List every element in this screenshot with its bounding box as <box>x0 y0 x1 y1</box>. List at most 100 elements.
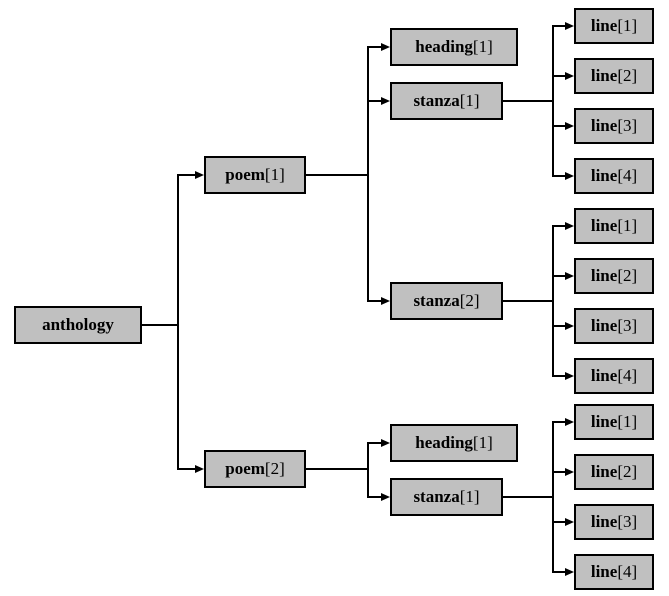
arrow-head-icon <box>565 272 574 280</box>
node-label-index: [3] <box>617 512 637 531</box>
tree-node-s2-line1[interactable]: line[1] <box>574 208 654 244</box>
node-label-index: [2] <box>265 459 285 478</box>
edge-line <box>503 300 565 327</box>
tree-node-s1-line1[interactable]: line[1] <box>574 8 654 44</box>
node-label: heading[1] <box>415 433 492 452</box>
edge-line <box>503 225 565 302</box>
node-label: line[4] <box>591 166 637 185</box>
node-label-name: line <box>591 316 618 335</box>
tree-node-poem1[interactable]: poem[1] <box>204 156 306 194</box>
arrow-head-icon <box>565 72 574 80</box>
node-label-name: anthology <box>42 315 114 334</box>
arrow-head-icon <box>565 322 574 330</box>
tree-edge <box>503 272 574 302</box>
tree-edge <box>503 100 574 130</box>
tree-node-s2-line2[interactable]: line[2] <box>574 258 654 294</box>
tree-edge <box>306 174 390 305</box>
node-box[interactable] <box>390 424 518 462</box>
tree-node-poem2[interactable]: poem[2] <box>204 450 306 488</box>
node-label: anthology <box>42 315 114 334</box>
node-box[interactable] <box>574 58 654 94</box>
node-label-name: line <box>591 266 618 285</box>
node-box[interactable] <box>390 282 503 320</box>
arrow-head-icon <box>565 568 574 576</box>
tree-node-p2-stanza1[interactable]: stanza[1] <box>390 478 503 516</box>
node-label-index: [4] <box>617 562 637 581</box>
node-box[interactable] <box>390 82 503 120</box>
node-label: line[2] <box>591 266 637 285</box>
node-box[interactable] <box>574 8 654 44</box>
node-label-name: line <box>591 116 618 135</box>
edge-line <box>503 100 565 127</box>
node-label-index: [2] <box>460 291 480 310</box>
edge-line <box>306 174 381 302</box>
tree-node-p1-stanza2[interactable]: stanza[2] <box>390 282 503 320</box>
node-label-name: heading <box>415 37 473 56</box>
tree-edge <box>503 222 574 302</box>
arrow-head-icon <box>565 22 574 30</box>
arrow-head-icon <box>565 468 574 476</box>
node-label-index: [2] <box>617 66 637 85</box>
nodes-layer: anthologypoem[1]poem[2]heading[1]stanza[… <box>14 8 654 590</box>
tree-node-s3-line3[interactable]: line[3] <box>574 504 654 540</box>
tree-node-s1-line4[interactable]: line[4] <box>574 158 654 194</box>
node-box[interactable] <box>574 158 654 194</box>
arrow-head-icon <box>381 97 390 105</box>
tree-node-s1-line2[interactable]: line[2] <box>574 58 654 94</box>
node-box[interactable] <box>574 308 654 344</box>
edge-line <box>306 46 381 176</box>
tree-edge <box>503 496 574 576</box>
tree-edge <box>503 72 574 102</box>
node-label-index: [1] <box>617 16 637 35</box>
arrow-head-icon <box>565 518 574 526</box>
tree-edge <box>503 496 574 526</box>
node-label-index: [1] <box>617 412 637 431</box>
arrow-head-icon <box>565 172 574 180</box>
edge-line <box>503 75 565 102</box>
node-box[interactable] <box>204 450 306 488</box>
node-label-name: line <box>591 462 618 481</box>
node-box[interactable] <box>574 404 654 440</box>
arrow-head-icon <box>565 222 574 230</box>
tree-node-anthology[interactable]: anthology <box>14 306 142 344</box>
arrow-head-icon <box>381 297 390 305</box>
node-box[interactable] <box>574 258 654 294</box>
tree-edge <box>306 97 390 176</box>
node-label: line[3] <box>591 116 637 135</box>
edge-line <box>503 300 565 377</box>
tree-edge <box>306 468 390 501</box>
tree-node-s3-line1[interactable]: line[1] <box>574 404 654 440</box>
edge-line <box>503 471 565 498</box>
tree-node-s1-line3[interactable]: line[3] <box>574 108 654 144</box>
node-box[interactable] <box>390 478 503 516</box>
tree-node-s3-line4[interactable]: line[4] <box>574 554 654 590</box>
tree-node-p1-stanza1[interactable]: stanza[1] <box>390 82 503 120</box>
node-label-index: [4] <box>617 166 637 185</box>
node-label: poem[2] <box>225 459 285 478</box>
node-label-name: line <box>591 166 618 185</box>
node-label: poem[1] <box>225 165 285 184</box>
tree-node-s2-line4[interactable]: line[4] <box>574 358 654 394</box>
node-box[interactable] <box>14 306 142 344</box>
node-box[interactable] <box>574 108 654 144</box>
node-box[interactable] <box>574 358 654 394</box>
node-label-index: [3] <box>617 316 637 335</box>
node-box[interactable] <box>574 208 654 244</box>
tree-node-p1-heading1[interactable]: heading[1] <box>390 28 518 66</box>
node-label: line[3] <box>591 512 637 531</box>
node-box[interactable] <box>574 554 654 590</box>
node-label-index: [1] <box>473 37 493 56</box>
node-box[interactable] <box>390 28 518 66</box>
node-box[interactable] <box>204 156 306 194</box>
node-label-index: [3] <box>617 116 637 135</box>
node-label: line[2] <box>591 66 637 85</box>
node-label-name: stanza <box>413 91 460 110</box>
edge-line <box>503 496 565 523</box>
node-box[interactable] <box>574 454 654 490</box>
tree-node-s3-line2[interactable]: line[2] <box>574 454 654 490</box>
tree-node-s2-line3[interactable]: line[3] <box>574 308 654 344</box>
node-label-index: [4] <box>617 366 637 385</box>
tree-node-p2-heading1[interactable]: heading[1] <box>390 424 518 462</box>
node-label-name: line <box>591 512 618 531</box>
node-box[interactable] <box>574 504 654 540</box>
